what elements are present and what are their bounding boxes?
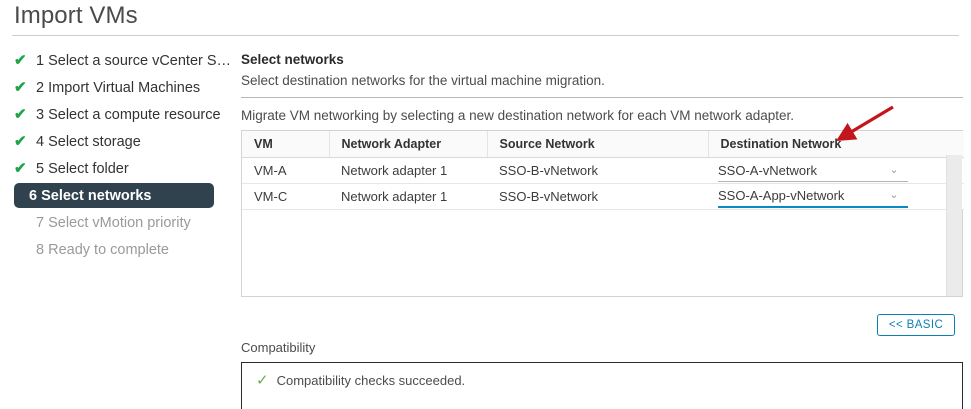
- table-header-row: VM Network Adapter Source Network Destin…: [242, 131, 964, 158]
- network-mapping-table-container: VM Network Adapter Source Network Destin…: [241, 130, 964, 297]
- cell-source-network: SSO-B-vNetwork: [487, 183, 708, 210]
- compatibility-panel: ✓ Compatibility checks succeeded.: [241, 362, 963, 409]
- sidebar-item-label: 4 Select storage: [36, 133, 141, 150]
- cell-source-network: SSO-B-vNetwork: [487, 157, 708, 184]
- sidebar-item-select-source-vcenter[interactable]: ✔ 1 Select a source vCenter S…: [0, 48, 232, 73]
- sidebar-item-label: 1 Select a source vCenter S…: [36, 52, 232, 69]
- sidebar-item-select-vmotion-priority[interactable]: ✔7 Select vMotion priority: [0, 210, 232, 235]
- page-title: Import VMs: [14, 2, 138, 29]
- step-complete-check-icon: ✔: [14, 106, 27, 123]
- sidebar-item-ready-to-complete[interactable]: ✔8 Ready to complete: [0, 237, 232, 262]
- section-divider: [241, 97, 963, 98]
- step-complete-check-icon: ✔: [14, 133, 27, 150]
- sidebar-item-label: 7 Select vMotion priority: [36, 214, 191, 231]
- table-vertical-scrollbar[interactable]: [946, 155, 962, 296]
- sidebar-item-select-folder[interactable]: ✔ 5 Select folder: [0, 156, 232, 181]
- step-complete-check-icon: ✔: [14, 52, 27, 69]
- check-icon: ✓: [256, 372, 269, 389]
- sidebar-item-label: 8 Ready to complete: [36, 241, 169, 258]
- main-panel: Select networks Select destination netwo…: [241, 48, 964, 409]
- cell-vm-name: VM-C: [242, 183, 329, 210]
- destination-network-selected-value: SSO-A-vNetwork: [718, 162, 817, 178]
- cell-vm-name: VM-A: [242, 157, 329, 184]
- sidebar-item-label: 5 Select folder: [36, 160, 129, 177]
- sidebar-item-select-storage[interactable]: ✔ 4 Select storage: [0, 129, 232, 154]
- compatibility-status-text: Compatibility checks succeeded.: [276, 373, 466, 388]
- destination-network-select[interactable]: SSO-A-vNetwork ⌄: [718, 160, 908, 182]
- sidebar-item-label: 2 Import Virtual Machines: [36, 79, 201, 96]
- section-title: Select networks: [241, 52, 344, 67]
- table-header: VM Network Adapter Source Network Destin…: [242, 131, 964, 158]
- destination-network-selected-value: SSO-A-App-vNetwork: [718, 188, 845, 203]
- column-header-network-adapter[interactable]: Network Adapter: [329, 131, 488, 158]
- cell-network-adapter: Network adapter 1: [329, 183, 487, 210]
- wizard-steps-sidebar: ✔ 1 Select a source vCenter S… ✔ 2 Import V…: [0, 48, 232, 264]
- network-mapping-table: VM Network Adapter Source Network Destin…: [242, 131, 964, 210]
- sidebar-item-select-compute-resource[interactable]: ✔ 3 Select a compute resource: [0, 102, 232, 127]
- destination-network-select[interactable]: SSO-A-App-vNetwork ⌄: [718, 186, 908, 208]
- column-header-source-network[interactable]: Source Network: [487, 131, 709, 158]
- title-divider: [12, 35, 959, 36]
- cell-network-adapter: Network adapter 1: [329, 157, 487, 184]
- sidebar-item-label: 6 Select networks: [29, 187, 152, 204]
- step-complete-check-icon: ✔: [14, 160, 27, 177]
- compatibility-status-row: ✓ Compatibility checks succeeded.: [256, 373, 962, 388]
- chevron-down-icon[interactable]: ⌄: [889, 189, 899, 201]
- sidebar-item-label: 3 Select a compute resource: [36, 106, 221, 123]
- basic-toggle-button[interactable]: << BASIC: [877, 314, 955, 336]
- chevron-down-icon[interactable]: ⌄: [889, 163, 899, 176]
- cell-destination-network: SSO-A-vNetwork ⌄: [708, 157, 964, 184]
- sidebar-item-import-virtual-machines[interactable]: ✔ 2 Import Virtual Machines: [0, 75, 232, 100]
- section-subtitle: Select destination networks for the virt…: [241, 73, 605, 88]
- column-header-destination-network[interactable]: Destination Network: [708, 131, 964, 158]
- step-complete-check-icon: ✔: [14, 79, 27, 96]
- sidebar-item-select-networks[interactable]: ✔6 Select networks: [14, 183, 214, 208]
- column-header-vm[interactable]: VM: [242, 131, 330, 158]
- cell-destination-network: SSO-A-App-vNetwork ⌄: [708, 183, 964, 210]
- migration-hint-text: Migrate VM networking by selecting a new…: [241, 108, 795, 123]
- compatibility-label: Compatibility: [241, 340, 316, 355]
